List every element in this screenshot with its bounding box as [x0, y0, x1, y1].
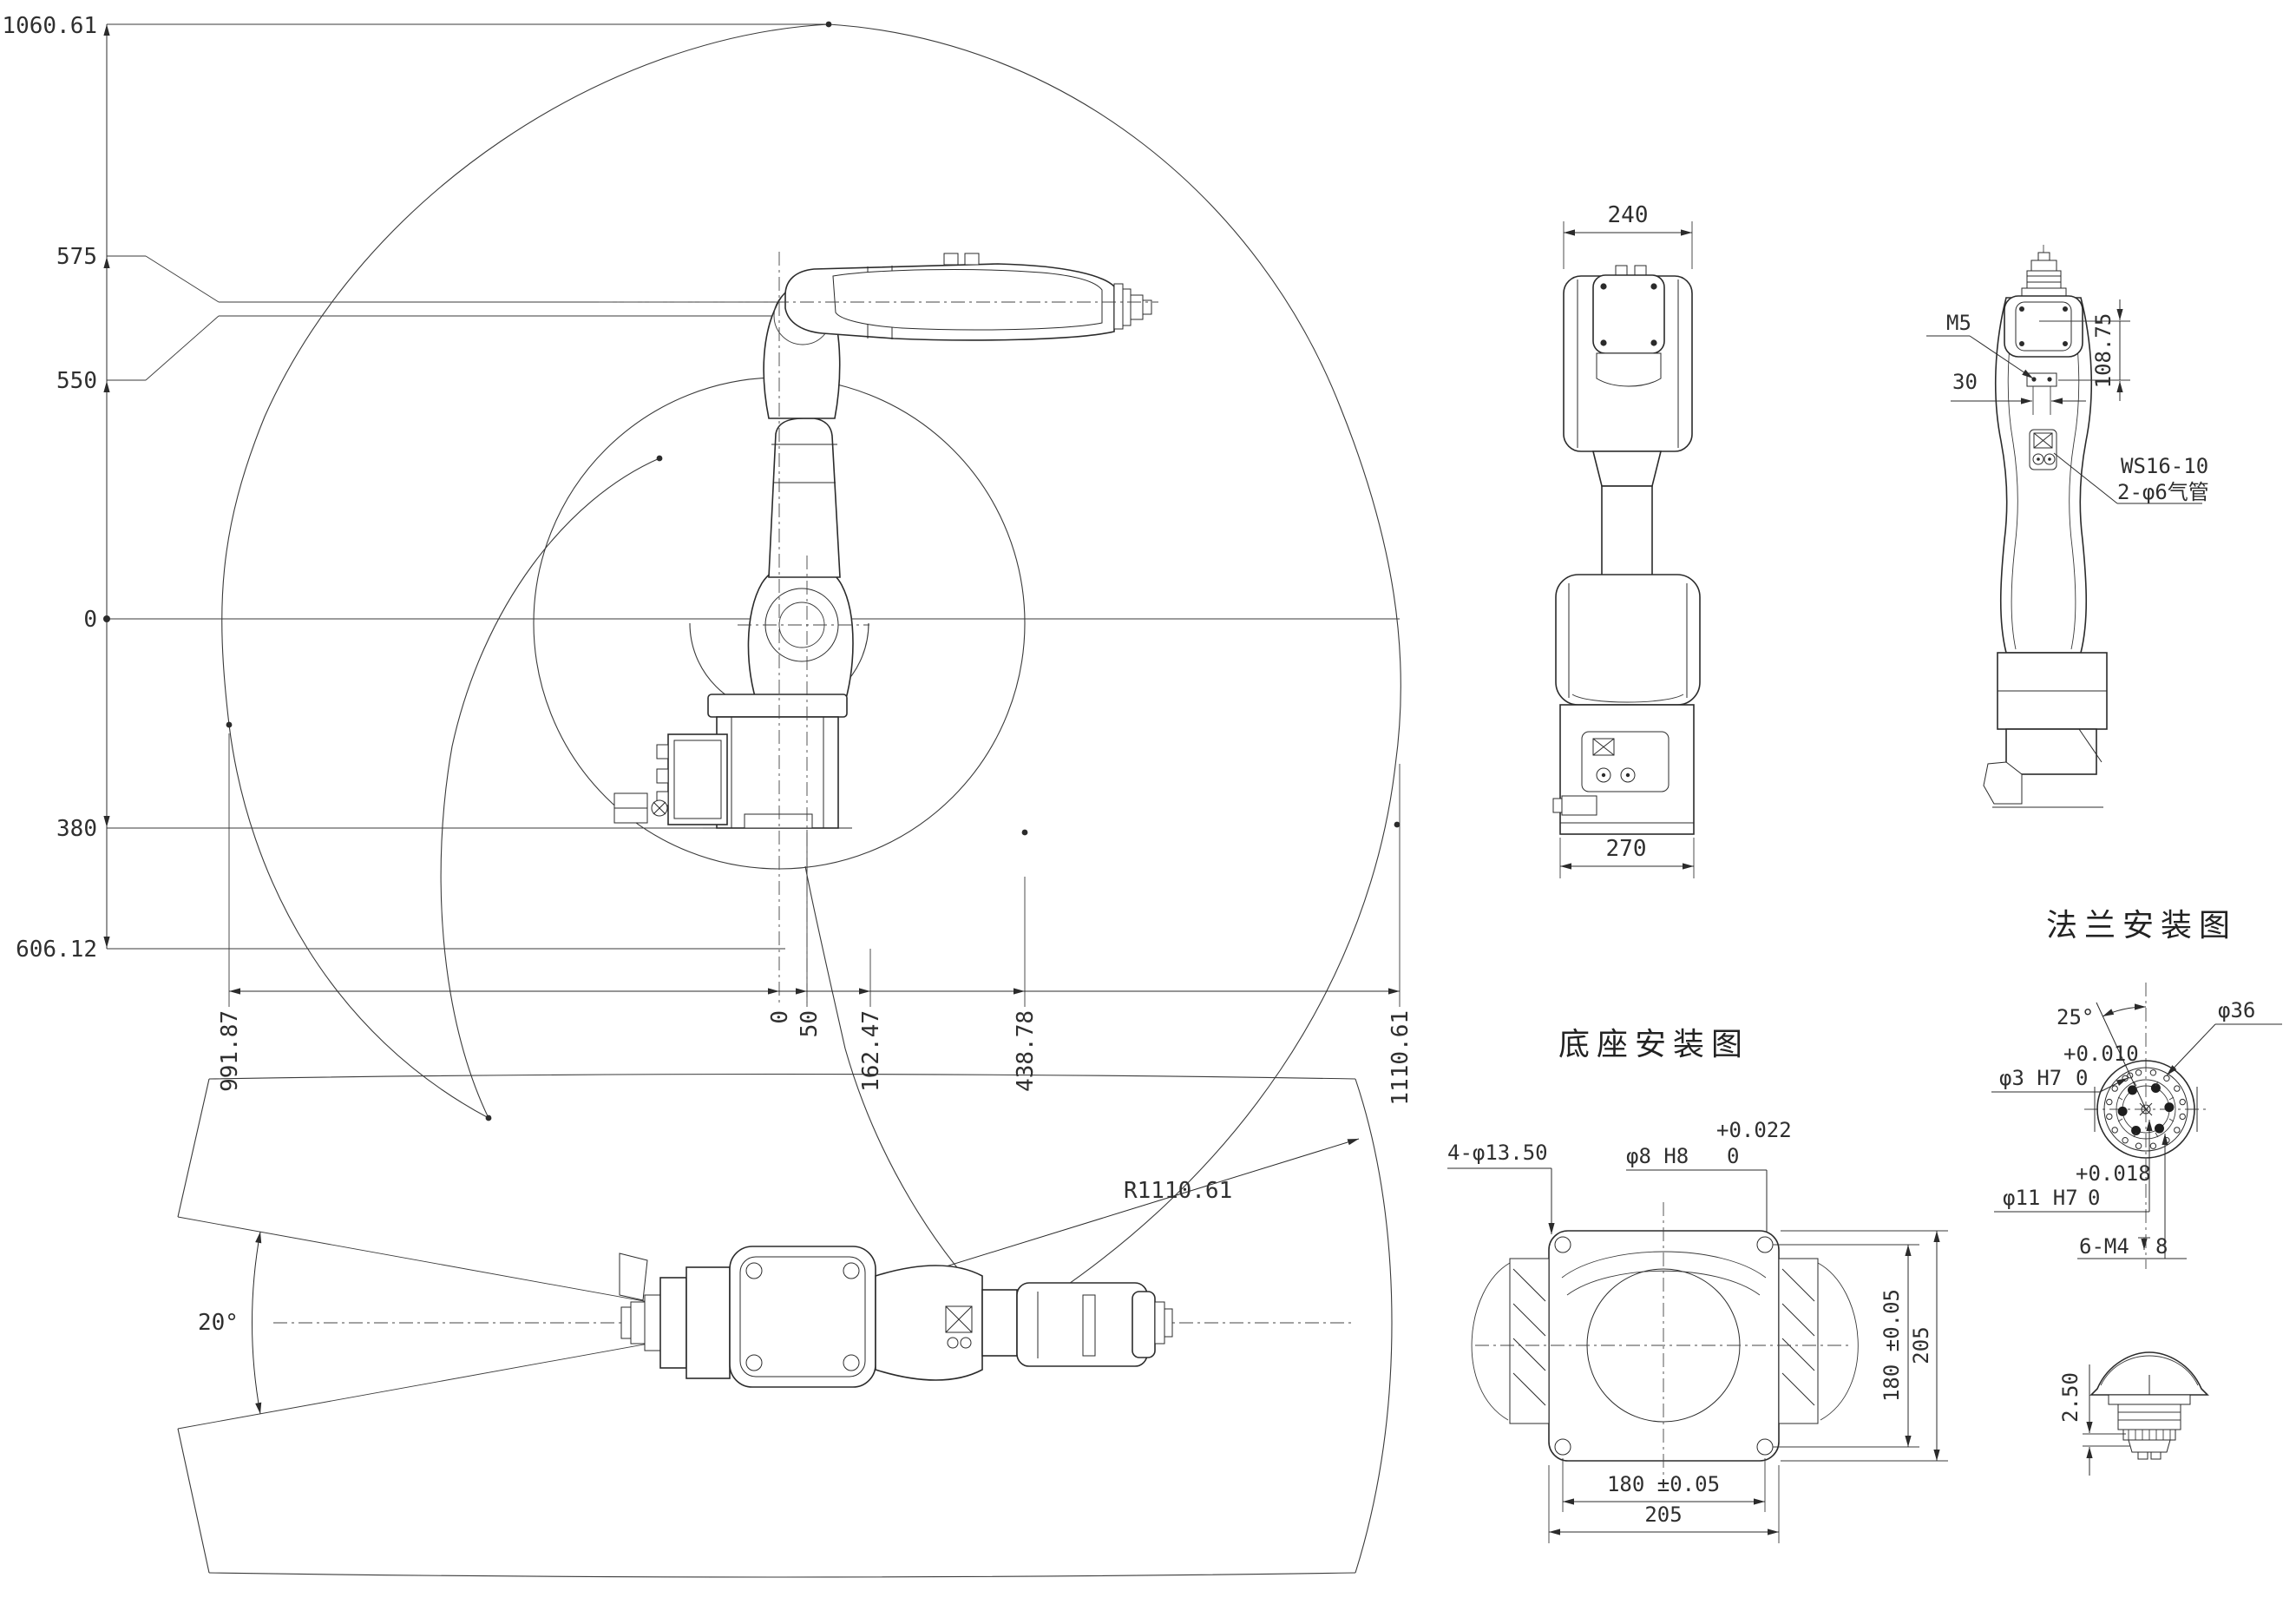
dim-wrist-height: 575: [56, 244, 97, 270]
flange-side-profile: 2.50: [2058, 1351, 2209, 1476]
connector-model-label: WS16-10: [2121, 454, 2208, 478]
top-view-envelope: 20° R1110.61: [177, 1073, 1393, 1578]
base-mount-view: 底座安装图 4-φ13.50 φ8 H8 +0.022 0: [1447, 1027, 1948, 1543]
radius-label: R1110.61: [1124, 1178, 1232, 1204]
base-mount-title: 底座安装图: [1558, 1027, 1749, 1062]
dim-270: 270: [1559, 836, 1695, 878]
dim-108-75: 108.75: [2091, 313, 2116, 389]
flange-mount-title: 法兰安装图: [2046, 908, 2237, 943]
wrist-side-view: M5 108.75 30 WS16-10 2-φ6气管: [1926, 245, 2209, 808]
pin-tol-upper: +0.022: [1716, 1118, 1792, 1142]
robot-top-silhouette: [619, 1246, 1173, 1388]
dim-240: 240: [1563, 202, 1693, 269]
robot-side-silhouette: [613, 253, 1152, 829]
pin-tol-lower: 0: [1727, 1144, 1739, 1168]
flange-bore-tol-dn: 0: [2088, 1186, 2100, 1210]
dim-base-level: 380: [56, 816, 97, 842]
vertical-dim-axis: 1060.61 575 550 0 380 606.12: [2, 13, 110, 963]
dim-elbow-height: 550: [56, 368, 97, 394]
m5-label: M5: [1946, 311, 1971, 335]
dim-min-reach: 438.78: [1013, 1010, 1039, 1092]
flange-angle-label: 25°: [2057, 1005, 2094, 1029]
dim-lowest-reach: 606.12: [16, 937, 97, 963]
bolt-circle-label: φ36: [2218, 998, 2255, 1022]
tapped-depth-label: 8: [2155, 1234, 2168, 1259]
robot-front-silhouette: [1552, 265, 1701, 835]
corner-holes-label: 4-φ13.50: [1447, 1141, 1548, 1165]
side-envelope-view: 1060.61 575 550 0 380 606.12: [2, 13, 1414, 1326]
dim-zero-level: 0: [83, 607, 97, 633]
flange-bore-label: φ11 H7: [2003, 1186, 2078, 1210]
dim-30: 30: [1952, 370, 1978, 394]
pin-hole-label: φ8 H8: [1626, 1144, 1689, 1168]
flange-pin-tol-up: +0.010: [2063, 1042, 2139, 1066]
tapped-holes-label: 6-M4: [2079, 1234, 2129, 1259]
dim-max-reach: 1110.61: [1387, 1010, 1414, 1106]
dim-x-50: 50: [797, 1010, 823, 1037]
dead-angle-label: 20°: [198, 1310, 239, 1336]
flange-pin-label: φ3 H7: [1999, 1066, 2062, 1090]
depth-symbol-icon: [2138, 1237, 2150, 1250]
svg-text:270: 270: [1606, 836, 1647, 862]
dim-x-162: 162.47: [858, 1010, 884, 1092]
horizontal-dim-chain: 991.87 0 50 162.47 438.78 1110.61: [217, 733, 1414, 1106]
dim-max-height: 1060.61: [2, 13, 97, 39]
dim-base-180-v: 180 ±0.05: [1879, 1289, 1904, 1402]
work-envelope: [221, 21, 1401, 1326]
top-view: 20° R1110.61: [177, 1073, 1393, 1578]
dim-rear-reach: 991.87: [217, 1010, 243, 1092]
dim-base-205: 205: [1644, 1502, 1682, 1527]
dim-base-205-v: 205: [1909, 1326, 1933, 1364]
dim-x-zero: 0: [767, 1010, 793, 1024]
flange-pin-tol-dn: 0: [2076, 1066, 2088, 1090]
dim-base-180: 180 ±0.05: [1607, 1472, 1720, 1496]
flange-bore-tol-up: +0.018: [2076, 1161, 2151, 1186]
dim-thickness: 2.50: [2058, 1372, 2083, 1423]
front-view: 240: [1552, 202, 1701, 878]
svg-text:240: 240: [1608, 202, 1649, 228]
air-tube-label: 2-φ6气管: [2117, 480, 2209, 504]
flange-mount-view: 法兰安装图: [1991, 908, 2282, 1476]
flange-face: [2094, 1060, 2198, 1159]
